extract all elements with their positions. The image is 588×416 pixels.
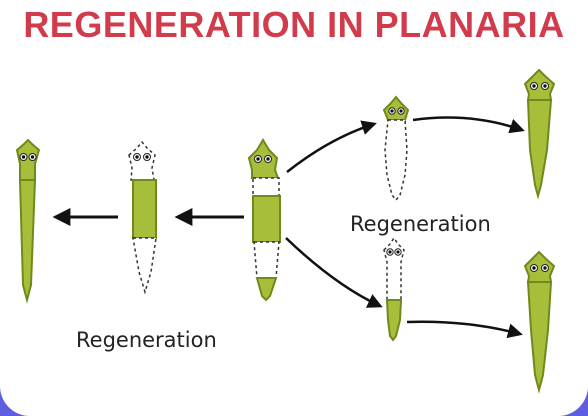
worm-head xyxy=(523,250,556,283)
worm-regenerated-top-right xyxy=(523,68,556,200)
worm-head-piece xyxy=(382,95,410,202)
diagram-title: REGENERATION IN PLANARIA xyxy=(23,4,565,45)
worm-tail xyxy=(255,277,278,302)
regenerating-head-outline xyxy=(383,236,405,301)
regeneration-label-upper: Regeneration xyxy=(350,212,491,236)
worm-regenerated-bottom-right xyxy=(523,250,556,394)
original-tail-segment xyxy=(385,299,403,342)
cut-gap-outline xyxy=(252,177,280,197)
regeneration-label-lower: Regeneration xyxy=(76,328,217,352)
worm-head xyxy=(523,68,556,101)
regenerating-body-outline xyxy=(384,119,408,202)
worm-body xyxy=(526,281,553,394)
worm-middle-segment xyxy=(252,195,281,243)
regenerating-tail-outline xyxy=(132,237,157,295)
worm-head xyxy=(247,138,280,179)
worm-regenerated-left xyxy=(15,138,41,304)
arrow-to-bottom-right xyxy=(406,320,523,339)
arrow-curve-up xyxy=(286,120,377,173)
regenerating-head-outline xyxy=(128,140,156,181)
original-middle-segment xyxy=(132,179,157,239)
worm-middle-piece xyxy=(128,140,157,295)
arrow-curve-down xyxy=(285,237,383,308)
worm-cut-original xyxy=(247,138,281,302)
worm-body xyxy=(18,179,37,304)
worm-head xyxy=(382,95,410,121)
worm-head xyxy=(15,138,41,181)
worm-body xyxy=(526,99,553,200)
worm-tail-piece xyxy=(383,236,405,342)
arrow-to-top-right xyxy=(412,116,525,134)
cut-gap-outline xyxy=(253,241,280,279)
